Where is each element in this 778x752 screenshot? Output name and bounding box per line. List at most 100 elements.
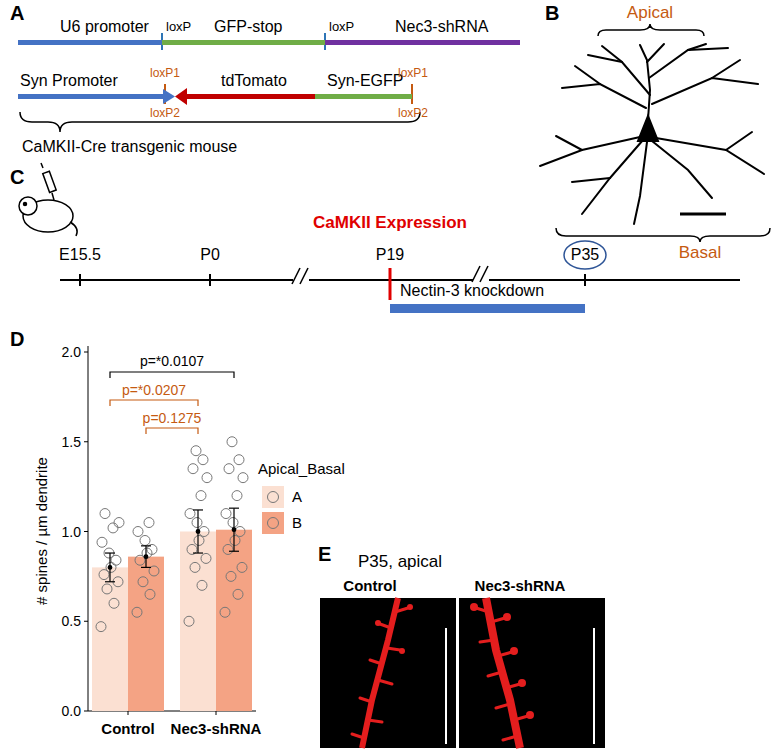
bar <box>180 532 216 712</box>
micrograph <box>503 613 511 621</box>
axis <box>84 352 88 353</box>
data-point <box>228 518 238 528</box>
error-bar <box>108 566 112 570</box>
neuron-drawing <box>556 136 582 150</box>
data-point <box>96 622 106 632</box>
data-point <box>190 562 200 572</box>
legend-swatch <box>262 512 284 534</box>
error-bar <box>229 551 239 552</box>
timeline <box>209 274 211 286</box>
segment-label: tdTomato <box>221 72 287 90</box>
error-bar <box>193 552 203 553</box>
data-point <box>196 491 206 501</box>
segment-label: Nec3-shRNA <box>395 18 488 36</box>
micrograph <box>518 679 526 687</box>
error-bar <box>144 555 148 559</box>
onset-marker <box>389 268 392 300</box>
data-point <box>102 584 112 594</box>
tick-label: 1.0 <box>62 523 81 541</box>
legend-title: Apical_Basal <box>258 460 345 478</box>
neuron-drawing <box>540 137 640 166</box>
syringe-icon <box>41 163 43 168</box>
data-point <box>133 527 143 537</box>
construct-segment: U6 promoter <box>18 18 162 45</box>
timeline <box>79 274 81 286</box>
tick-label: 1.5 <box>62 433 81 451</box>
neuron-drawing <box>656 138 764 174</box>
p-value: p=*0.0107 <box>140 352 204 370</box>
curly-brace <box>556 228 770 242</box>
data-point <box>145 589 155 599</box>
highlight-circle <box>564 241 606 269</box>
promoter-arrow <box>163 89 175 104</box>
micrograph <box>362 598 398 748</box>
significance-bracket <box>110 372 234 378</box>
segment-bar <box>390 304 585 313</box>
timeline <box>60 279 740 281</box>
axis <box>128 711 129 715</box>
site-label: loxP <box>166 18 191 36</box>
data-point <box>237 562 247 572</box>
axis <box>84 711 88 712</box>
data-point <box>97 537 107 547</box>
axis <box>84 621 88 622</box>
legend-point <box>267 517 279 529</box>
neuron-drawing <box>688 48 728 50</box>
data-point <box>100 509 110 519</box>
curly-brace <box>20 112 420 132</box>
error-bar <box>105 581 115 582</box>
axis <box>84 531 88 532</box>
scale-bar <box>680 213 726 216</box>
segment-label: Syn-EGFP <box>327 72 403 90</box>
neuron-drawing <box>652 78 758 104</box>
scale-bar <box>593 628 595 744</box>
micrograph <box>506 684 520 688</box>
data-point <box>140 535 150 545</box>
mouse-icon <box>19 197 37 215</box>
data-point <box>188 464 198 474</box>
segment-bar <box>162 40 325 45</box>
site-label: loxP <box>329 18 354 36</box>
timeline <box>584 274 586 286</box>
data-point <box>234 455 244 465</box>
data-point <box>227 437 237 447</box>
neuron-drawing <box>712 60 740 78</box>
data-point <box>238 473 248 483</box>
region-label: Apical <box>627 4 673 22</box>
neuron-drawing <box>588 55 622 62</box>
axis <box>84 441 88 442</box>
error-bar <box>105 553 115 582</box>
segment-bar <box>325 40 520 45</box>
micrograph <box>375 603 534 719</box>
axis-break <box>300 268 308 284</box>
micrograph <box>360 698 372 702</box>
scale-bar <box>680 214 726 215</box>
legend-label: B <box>292 514 302 532</box>
micrograph <box>476 608 489 612</box>
neuron-drawing <box>602 46 650 95</box>
significance-bracket <box>110 372 234 434</box>
data-point <box>223 544 233 554</box>
micrograph <box>510 647 518 655</box>
panel-letter: A <box>10 4 24 22</box>
promoter-arrow <box>163 89 175 104</box>
neuron-drawing <box>582 140 643 214</box>
image-label: Nec3-shRNA <box>475 577 566 595</box>
segment-label: U6 promoter <box>60 18 149 36</box>
error-bar <box>193 509 203 510</box>
micrograph <box>498 652 512 656</box>
tick-label: 0.0 <box>62 702 81 720</box>
segment-label: Nectin-3 knockdown <box>400 282 544 300</box>
data-point <box>199 527 209 537</box>
error-bar <box>105 552 115 553</box>
legend-point <box>267 491 279 503</box>
neuron-drawing <box>562 84 646 108</box>
neuron-drawing <box>572 178 610 182</box>
neuron-drawing <box>638 116 658 141</box>
construct-segment: Nectin-3 knockdown <box>390 282 585 313</box>
segment-label: Syn Promoter <box>20 72 118 90</box>
micrograph <box>370 660 382 664</box>
axis <box>88 346 89 711</box>
micrograph <box>488 672 502 676</box>
neuron-drawing <box>640 45 650 120</box>
